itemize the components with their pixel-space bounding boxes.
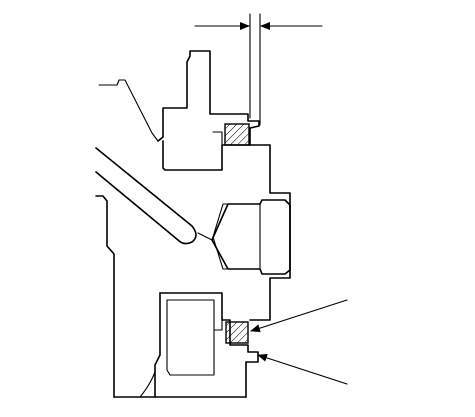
left-housing-wall — [95, 195, 115, 398]
lower-left-leader — [139, 371, 156, 398]
diagonal-probe-outline — [95, 147, 197, 245]
upper-left-leader — [98, 79, 159, 142]
lower-flange-inner-step — [213, 319, 223, 331]
callout-arrow-shoulder — [257, 353, 348, 385]
nozzle-tip-cone — [212, 203, 229, 270]
clearance-dimension — [194, 13, 323, 126]
lower-flange-outline — [159, 292, 259, 398]
nozzle-housing-outline — [249, 144, 291, 321]
lower-flange-inner-pocket — [166, 299, 215, 376]
upper-flange-inner-step — [212, 131, 223, 146]
upper-seal-hatched — [224, 123, 250, 146]
upper-flange-outline — [157, 50, 260, 171]
lower-flange-cup — [154, 292, 161, 398]
diagonal-probe-tip-line — [197, 232, 213, 241]
lower-seal-hatched — [225, 321, 249, 344]
nozzle-tip-body — [211, 199, 291, 275]
callout-arrow-seal — [250, 299, 348, 333]
